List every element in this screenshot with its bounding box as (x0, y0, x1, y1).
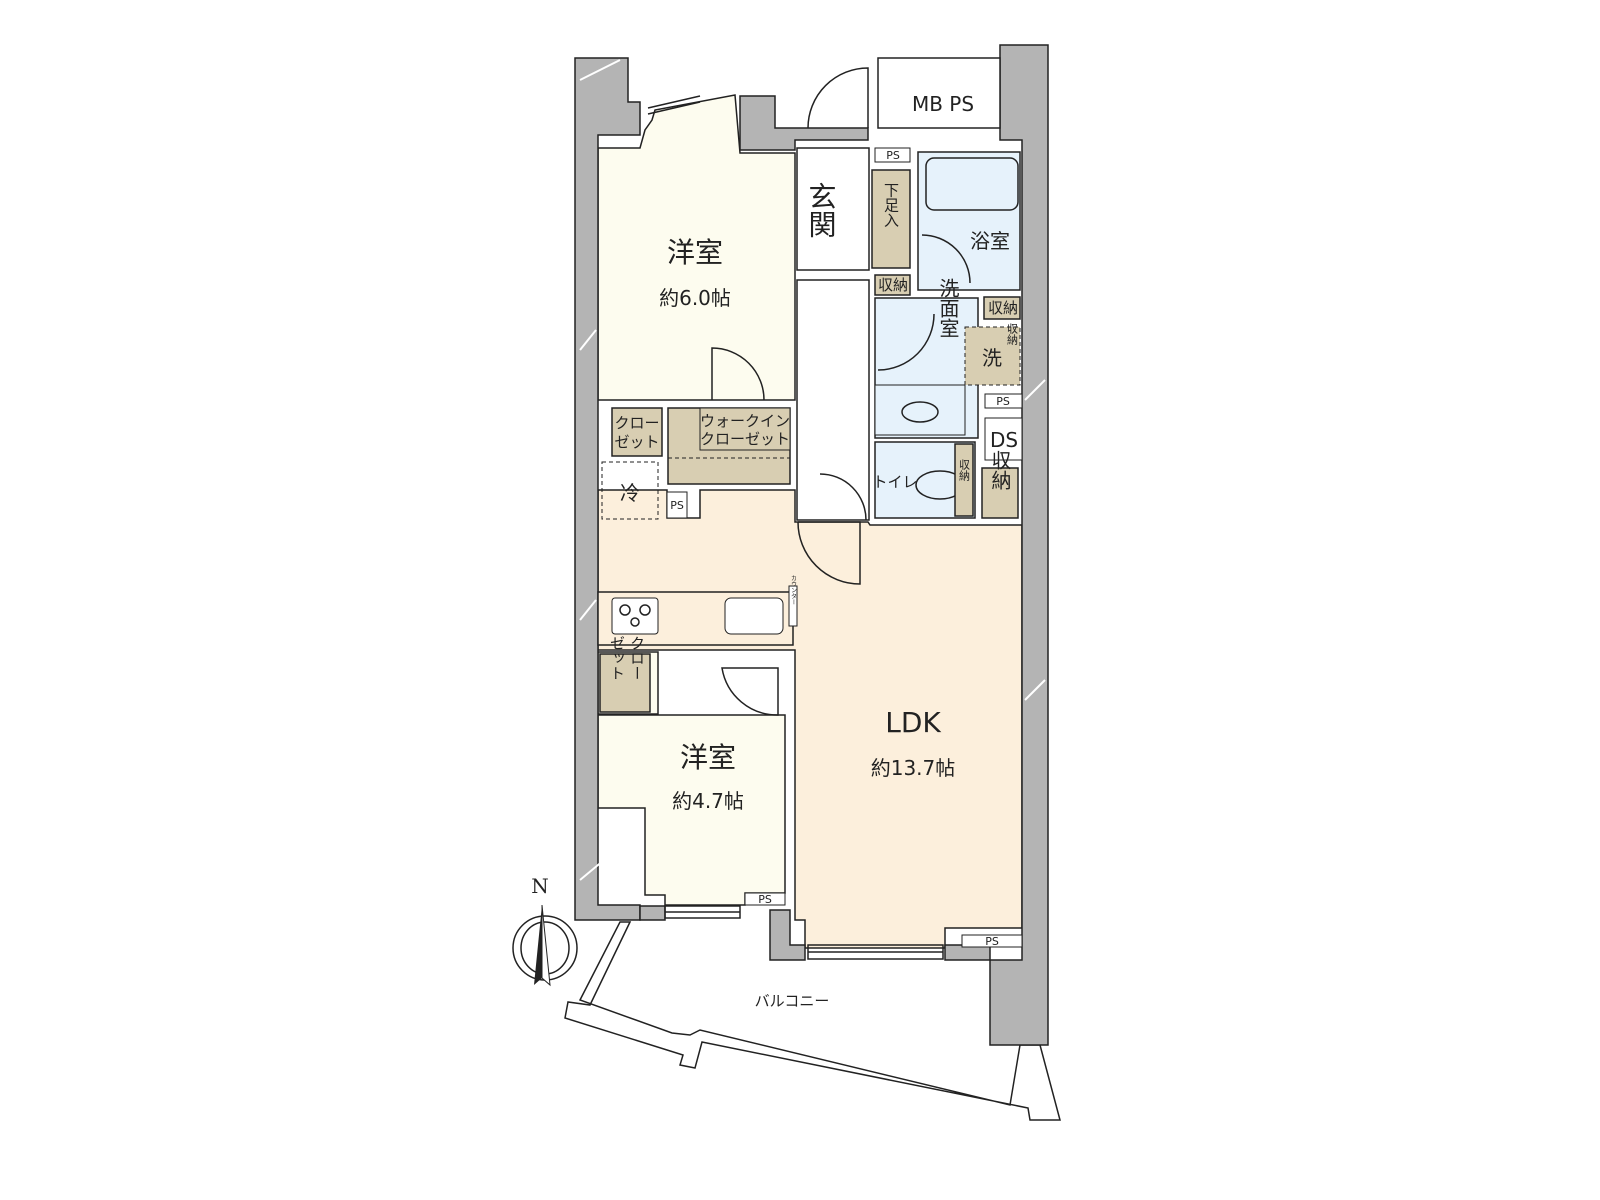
mb-ps-label: MB PS (912, 92, 974, 116)
storage-wash-1-label: 収納 (878, 276, 908, 294)
ps-entrance-label: PS (886, 149, 900, 162)
ldk-size: 約13.7帖 (871, 756, 956, 780)
compass-icon (512, 904, 578, 987)
closet-2 (599, 653, 651, 713)
compass-north-label: N (531, 874, 549, 898)
stove-icon (611, 597, 659, 635)
room2-name: 洋室 (680, 741, 736, 774)
walk-in-line2: クローゼット (700, 430, 790, 448)
toilet-storage-label: 収納 (958, 459, 971, 482)
shoe-storage (871, 169, 911, 269)
bathroom-label: 浴室 (970, 229, 1010, 253)
washroom-door[interactable] (877, 313, 935, 371)
ps-room2-label: PS (758, 893, 772, 906)
closet-1 (611, 407, 663, 457)
room1-door[interactable] (711, 347, 765, 401)
shoe-storage-label: 下足入 (882, 183, 900, 228)
room1-name: 洋室 (667, 236, 723, 269)
storage-ldk (981, 467, 1019, 519)
closet-1-line1: クロー (614, 414, 659, 432)
washer-label: 洗 (982, 346, 1002, 370)
ps-ldk (961, 934, 1023, 948)
closet-2-col2: ゼット (608, 636, 626, 681)
room2-door[interactable] (721, 667, 779, 716)
storage-wash-1 (874, 274, 911, 296)
ps-kitchen (666, 491, 688, 519)
ds-box (984, 417, 1023, 461)
entrance (796, 147, 870, 271)
storage-ldk-label: 収納 (988, 450, 1012, 490)
room1-size: 約6.0帖 (659, 286, 731, 310)
toilet-door[interactable] (819, 473, 867, 521)
balcony (564, 921, 1061, 1121)
ds-label: DS (990, 428, 1018, 452)
walls (574, 44, 1049, 1046)
western-room-2 (597, 714, 786, 906)
kitchen-sink-icon (724, 597, 784, 635)
windows (647, 95, 944, 960)
hallway (796, 279, 870, 521)
closet-2-col1: クロー (628, 636, 646, 681)
counter-label: カウンター (790, 575, 797, 605)
washer-storage-label: 収納 (1006, 323, 1019, 346)
ps-entrance (874, 147, 911, 163)
mb-ps-box (877, 57, 1001, 129)
room2-size: 約4.7帖 (672, 789, 744, 813)
toilet-label: トイレ (872, 473, 917, 491)
balcony-label: バルコニー (755, 992, 830, 1010)
ps-room2 (744, 892, 786, 906)
bath-door[interactable] (921, 234, 971, 284)
ps-wash-label: PS (996, 395, 1010, 408)
fridge-space (601, 461, 659, 520)
closet-1-line2: ゼット (614, 433, 659, 451)
ps-kitchen-label: PS (670, 499, 684, 512)
washer-storage (964, 326, 1021, 386)
walk-in-line1: ウォークイン (700, 412, 790, 430)
entrance-label: 玄関 (805, 182, 838, 238)
toilet-storage (954, 443, 974, 517)
front-door[interactable] (807, 67, 869, 129)
ps-ldk-label: PS (985, 935, 999, 948)
ldk-door[interactable] (797, 521, 861, 585)
ldk-name: LDK (885, 706, 941, 739)
western-room-1 (597, 94, 796, 401)
bathtub (925, 157, 1019, 211)
washroom-label: 洗面室 (936, 278, 960, 338)
storage-wash-2 (983, 296, 1021, 320)
storage-wash-2-label: 収納 (988, 299, 1018, 317)
ps-wash (984, 393, 1023, 409)
fridge-label: 冷 (620, 481, 640, 505)
sink (874, 384, 966, 436)
